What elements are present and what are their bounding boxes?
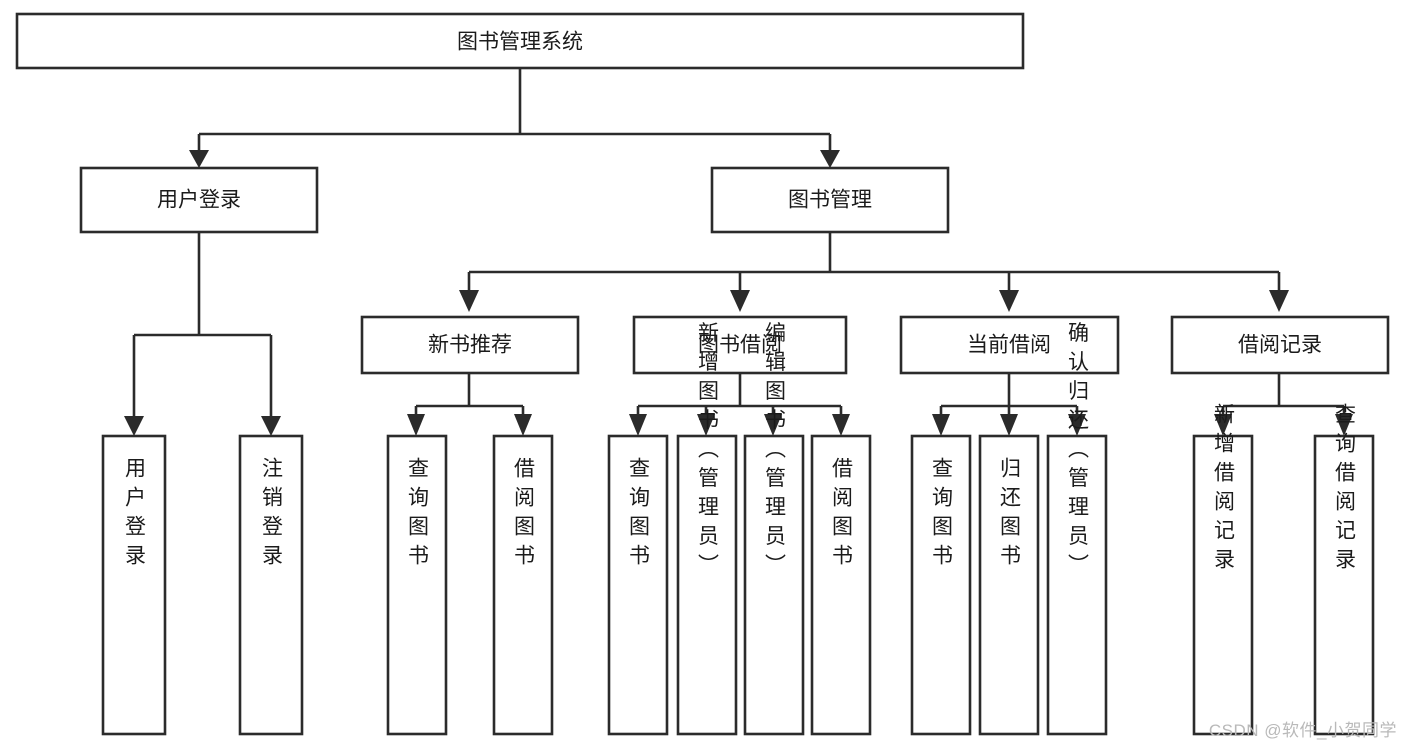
node-borrow-record[interactable]: 借阅记录 <box>1170 315 1390 375</box>
leaf-current-query-book-label: 查询图书 <box>930 457 954 573</box>
leaf-logout-label: 注销登录 <box>260 457 284 573</box>
node-root-system[interactable]: 图书管理系统 <box>15 12 1025 70</box>
node-book-borrow[interactable]: 图书借阅 <box>632 315 848 375</box>
node-user-login-box <box>79 166 319 234</box>
leaf-current-return-book-box <box>978 434 1040 736</box>
leaf-recommend-borrow-book-box <box>492 434 554 736</box>
leaf-borrow-edit-book-label: 编辑图书（管理员） <box>763 322 787 583</box>
arrowhead-layer <box>124 150 1353 436</box>
arrow-to-leaf-user-login <box>124 416 144 436</box>
leaf-current-query-book[interactable]: 查询图书 <box>910 434 972 736</box>
leaf-borrow-borrow-book-label: 借阅图书 <box>830 457 854 573</box>
leaf-record-query-record-box <box>1313 434 1375 736</box>
leaf-current-return-book-label: 归还图书 <box>998 457 1022 573</box>
node-new-book-recommend[interactable]: 新书推荐 <box>360 315 580 375</box>
arrow-to-borrow <box>730 290 750 312</box>
arrow-to-leaf-borrow-2 <box>697 414 715 436</box>
leaf-borrow-query-book-label: 查询图书 <box>627 457 651 573</box>
arrow-to-leaf-borrow-3 <box>764 414 782 436</box>
node-book-manage-label: 图书管理 <box>788 189 872 212</box>
leaf-current-return-book[interactable]: 归还图书 <box>978 434 1040 736</box>
leaf-recommend-query-book-box <box>386 434 448 736</box>
leaf-borrow-edit-book-box <box>743 434 805 736</box>
leaf-borrow-query-book[interactable]: 查询图书 <box>607 434 669 736</box>
arrow-to-leaf-borrow-1 <box>629 414 647 436</box>
arrow-to-current <box>999 290 1019 312</box>
node-new-book-recommend-box <box>360 315 580 375</box>
leaf-current-confirm-return-label: 确认归还（管理员） <box>1066 322 1090 583</box>
leaf-borrow-add-book[interactable]: 新增图书（管理员） <box>676 322 738 736</box>
leaf-current-confirm-return-box <box>1046 434 1108 736</box>
arrow-to-leaf-recommend-1 <box>407 414 425 436</box>
arrow-to-leaf-current-2 <box>1000 414 1018 436</box>
csdn-watermark: CSDN @软件_小贺同学 <box>1208 721 1397 740</box>
node-user-login[interactable]: 用户登录 <box>79 166 319 234</box>
leaf-borrow-borrow-book[interactable]: 借阅图书 <box>810 434 872 736</box>
arrow-to-leaf-current-3 <box>1068 414 1086 436</box>
leaf-user-login[interactable]: 用户登录 <box>101 434 167 736</box>
leaf-user-login-label: 用户登录 <box>123 457 147 573</box>
arrow-to-record <box>1269 290 1289 312</box>
node-book-borrow-label: 图书借阅 <box>698 334 782 357</box>
arrow-to-leaf-logout <box>261 416 281 436</box>
node-borrow-record-label: 借阅记录 <box>1238 334 1322 357</box>
leaf-recommend-query-book-label: 查询图书 <box>406 457 430 573</box>
leaf-borrow-add-book-box <box>676 434 738 736</box>
leaf-record-add-record[interactable]: 新增借阅记录 <box>1192 403 1254 736</box>
node-book-manage-box <box>710 166 950 234</box>
leaf-recommend-borrow-book-label: 借阅图书 <box>512 457 536 573</box>
leaf-borrow-query-book-box <box>607 434 669 736</box>
arrow-to-leaf-borrow-4 <box>832 414 850 436</box>
arrow-to-book-manage <box>820 150 840 168</box>
leaf-record-query-record[interactable]: 查询借阅记录 <box>1313 403 1375 736</box>
arrow-to-user-login <box>189 150 209 168</box>
node-book-manage[interactable]: 图书管理 <box>710 166 950 234</box>
arrow-to-leaf-record-1 <box>1214 414 1232 436</box>
leaf-recommend-query-book[interactable]: 查询图书 <box>386 434 448 736</box>
node-current-borrow[interactable]: 当前借阅 <box>899 315 1120 375</box>
node-new-book-recommend-label: 新书推荐 <box>428 334 512 357</box>
leaf-record-add-record-label: 新增借阅记录 <box>1212 403 1236 577</box>
arrow-to-leaf-current-1 <box>932 414 950 436</box>
node-root-system-label: 图书管理系统 <box>457 31 583 54</box>
node-root-system-box <box>15 12 1025 70</box>
leaf-current-confirm-return[interactable]: 确认归还（管理员） <box>1046 322 1108 736</box>
leaf-record-query-record-label: 查询借阅记录 <box>1333 403 1357 577</box>
leaf-borrow-edit-book[interactable]: 编辑图书（管理员） <box>743 322 805 736</box>
arrow-to-recommend <box>459 290 479 312</box>
node-book-borrow-box <box>632 315 848 375</box>
leaf-logout[interactable]: 注销登录 <box>238 434 304 736</box>
node-current-borrow-box <box>899 315 1120 375</box>
leaf-borrow-borrow-book-box <box>810 434 872 736</box>
leaf-logout-box <box>238 434 304 736</box>
leaf-user-login-box <box>101 434 167 736</box>
leaf-borrow-add-book-label: 新增图书（管理员） <box>696 322 720 583</box>
arrow-to-leaf-recommend-2 <box>514 414 532 436</box>
leaf-recommend-borrow-book[interactable]: 借阅图书 <box>492 434 554 736</box>
leaf-record-add-record-box <box>1192 434 1254 736</box>
node-user-login-label: 用户登录 <box>157 189 241 212</box>
node-current-borrow-label: 当前借阅 <box>967 334 1051 357</box>
leaf-current-query-book-box <box>910 434 972 736</box>
arrow-to-leaf-record-2 <box>1335 414 1353 436</box>
node-borrow-record-box <box>1170 315 1390 375</box>
